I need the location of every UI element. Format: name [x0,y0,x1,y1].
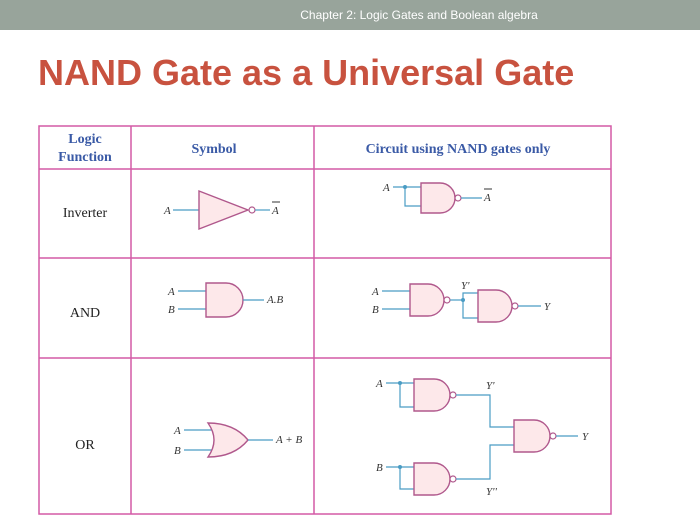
and-input-a-label: A [167,286,175,298]
chapter-title: Chapter 2: Logic Gates and Boolean algeb… [300,8,538,22]
inverter-symbol: A A [163,189,280,231]
universal-gate-table: .g { fill:#fde8ea; stroke:#b0588c; strok… [38,125,614,522]
top-bar: Chapter 2: Logic Gates and Boolean algeb… [0,0,700,30]
header-logic-line1: Logic [68,132,101,147]
row-label-or: OR [75,438,95,453]
inv-circuit-input-label: A [382,182,390,194]
or-circuit-y-label: Y [582,431,590,443]
or-circuit-yprime-label: Y' [486,380,495,392]
and-circuit-a-label: A [371,286,379,298]
or-input-a-label: A [173,425,181,437]
and-input-b-label: B [168,304,175,316]
or-circuit-a-label: A [375,378,383,390]
header-logic-line2: Function [58,150,112,165]
table-grid [38,125,612,515]
inv-circuit-output-label: A [483,192,491,204]
and-circuit-yprime-label: Y' [461,280,470,292]
and-circuit-y-label: Y [544,301,552,313]
row-label-inverter: Inverter [63,206,108,221]
or-input-b-label: B [174,445,181,457]
or-symbol: A B A + B [173,422,302,458]
row-label-and: AND [70,306,100,321]
or-circuit-b-label: B [376,462,383,474]
or-circuit-ydprime-label: Y'' [486,486,497,498]
header-circuit: Circuit using NAND gates only [366,142,551,157]
or-nand-circuit: A Y' B Y'' Y [375,378,590,498]
inverter-nand-circuit: A A [382,182,492,214]
and-circuit-b-label: B [372,304,379,316]
header-symbol: Symbol [191,142,236,157]
or-output-label: A + B [275,434,302,446]
and-nand-circuit: A B Y' Y [371,280,552,323]
and-symbol: A B A.B [167,282,283,318]
slide-title: NAND Gate as a Universal Gate [38,52,575,93]
inverter-output-label: A [271,205,279,217]
and-output-label: A.B [266,294,283,306]
inverter-input-label: A [163,205,171,217]
